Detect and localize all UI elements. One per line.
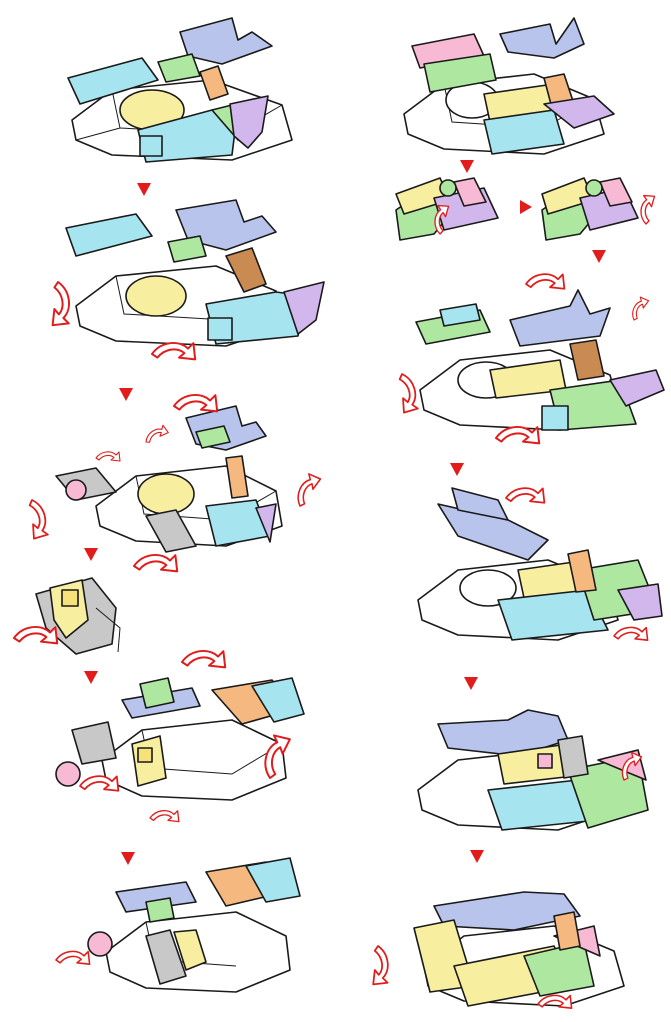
step-marker xyxy=(464,677,478,690)
left-step-2-separation xyxy=(51,199,325,361)
step-marker xyxy=(137,183,151,196)
step-marker xyxy=(84,548,98,561)
right-step-6-final xyxy=(372,891,625,1009)
step-marker xyxy=(450,463,464,476)
right-step-5-leg-extend xyxy=(417,709,649,831)
step-marker xyxy=(520,200,532,214)
step-marker xyxy=(460,160,474,173)
left-step-3-unfold xyxy=(26,393,322,573)
right-step-1-vehicle-back xyxy=(403,17,615,155)
right-step-4-wing-fold xyxy=(417,487,663,641)
right-step-3-separation xyxy=(396,273,665,445)
left-step-1-vehicle xyxy=(67,17,293,163)
step-marker xyxy=(470,850,484,863)
left-step-6-robot xyxy=(55,857,301,993)
step-marker xyxy=(592,250,606,263)
step-marker xyxy=(84,671,98,684)
step-marker xyxy=(119,388,133,401)
step-marker xyxy=(121,852,135,865)
left-step-4-detail xyxy=(13,577,121,655)
left-step-5-rotate xyxy=(55,649,305,823)
right-step-2-detail-pair xyxy=(395,177,656,241)
